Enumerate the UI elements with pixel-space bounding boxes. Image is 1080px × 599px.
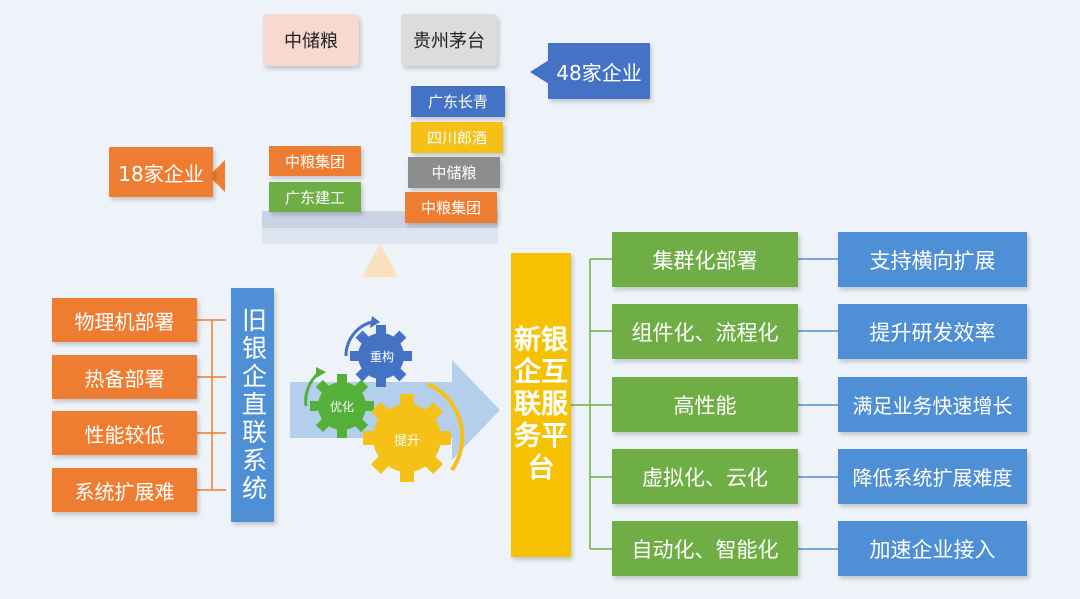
seesaw-fulcrum: [362, 243, 398, 277]
old-system-title: 旧银企直联系统: [231, 288, 274, 522]
right-pan-item: 中储粮: [408, 157, 500, 188]
feature-item: 虚拟化、云化: [612, 449, 798, 504]
benefit-item: 降低系统扩展难度: [838, 449, 1027, 504]
old-system-item: 热备部署: [52, 355, 197, 399]
gear-label-tisheng: 提升: [393, 433, 420, 449]
benefit-item: 满足业务快速增长: [838, 377, 1027, 432]
gear-label-chonggou: 重构: [369, 349, 394, 364]
feature-item: 自动化、智能化: [612, 521, 798, 576]
old-system-item: 性能较低: [52, 411, 197, 455]
tag-guizhou-maotai: 贵州茅台: [401, 14, 497, 66]
new-platform-title: 新银企互联服务平台: [511, 253, 571, 557]
old-system-item: 物理机部署: [52, 298, 197, 342]
callout-48-companies: 48家企业: [548, 43, 650, 99]
feature-item: 组件化、流程化: [612, 304, 798, 359]
gear-label-youhua: 优化: [329, 399, 354, 414]
right-pan-item: 广东长青: [411, 86, 505, 117]
gear-tisheng-icon: [363, 394, 451, 482]
old-system-connectors: [197, 319, 226, 491]
callout-18-companies: 18家企业: [109, 147, 213, 197]
tag-zhongchuliang: 中储粮: [263, 14, 359, 66]
left-pan-item: 中粮集团: [269, 146, 361, 176]
benefit-item: 加速企业接入: [838, 521, 1027, 576]
left-pan-item: 广东建工: [269, 182, 361, 212]
old-system-item: 系统扩展难: [52, 468, 197, 512]
platform-connectors: [570, 258, 612, 550]
right-pan-item: 四川郎酒: [411, 122, 503, 153]
benefit-item: 提升研发效率: [838, 304, 1027, 359]
benefit-connectors: [797, 258, 838, 550]
benefit-item: 支持横向扩展: [838, 232, 1027, 287]
right-pan-item: 中粮集团: [405, 192, 497, 223]
feature-item: 高性能: [612, 377, 798, 432]
feature-item: 集群化部署: [612, 232, 798, 287]
